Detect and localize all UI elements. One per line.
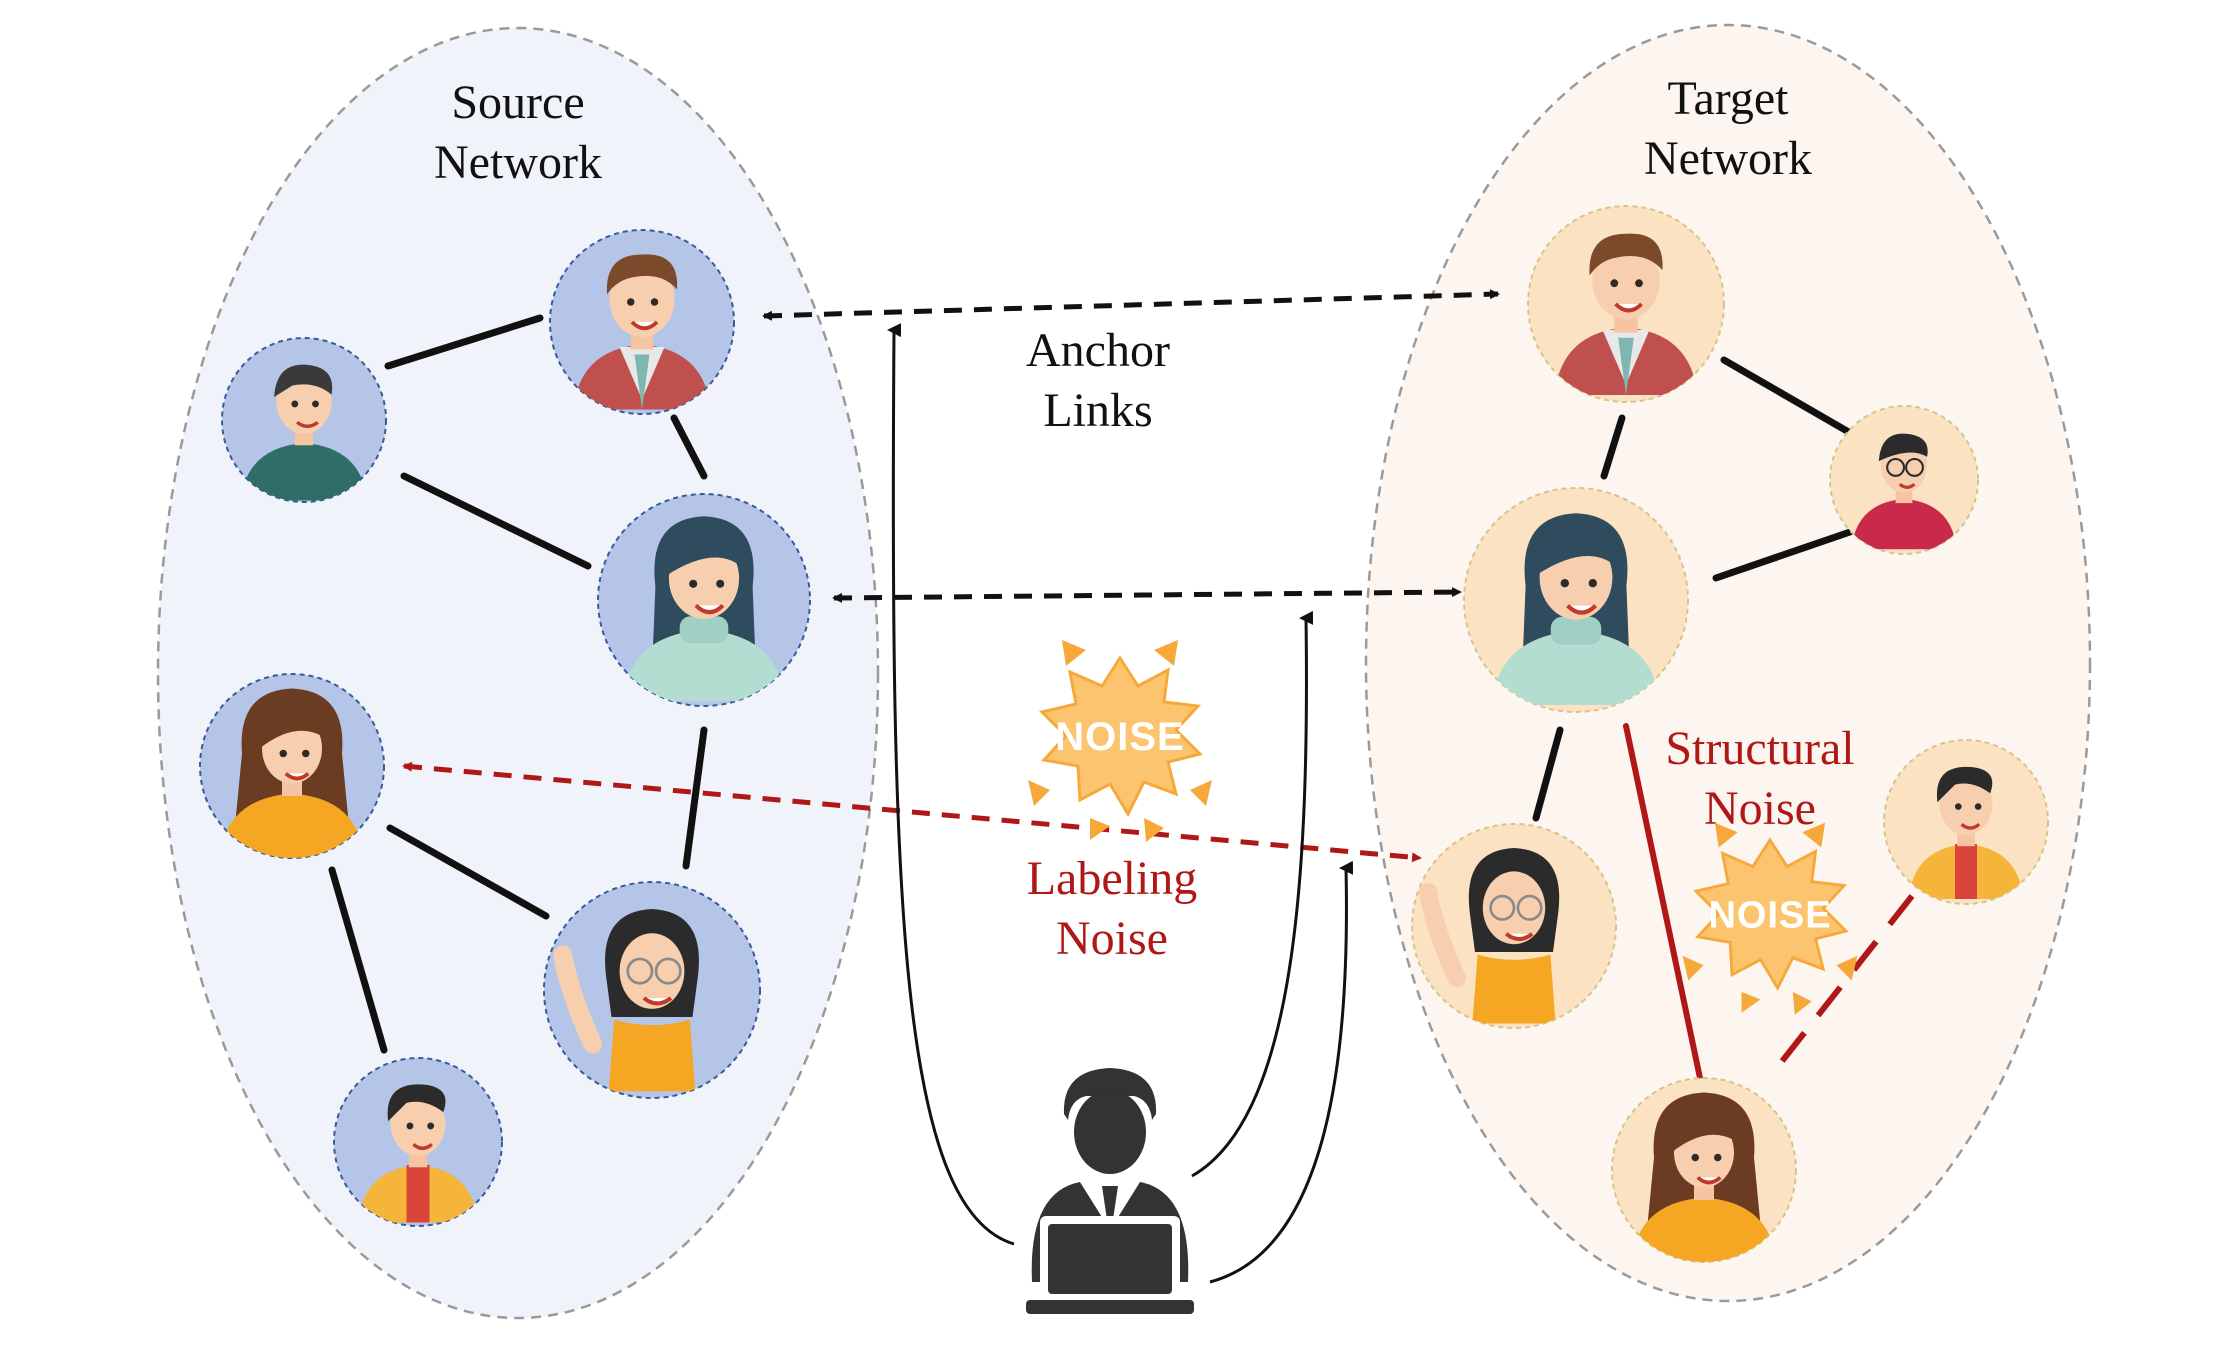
target-node-girl-long-hair [1611,1077,1797,1263]
source-node-kid [333,1057,503,1227]
target-network-title-line2: Network [1644,132,1812,185]
source-edge [400,472,592,570]
anchor-links-label: Anchor [1026,324,1170,377]
target-node-kid [1883,739,2049,905]
source-network-title-line2: Network [434,136,602,189]
structural-noise-edge-dashed [1769,894,1915,1076]
source-node-girl-waving [543,881,761,1099]
annotator-arrows [887,323,1354,1284]
person-at-laptop-icon [1026,1068,1194,1314]
labeling-noise-label-line2: Noise [1056,912,1168,965]
source-node-girl-long-hair [199,673,385,859]
target-node-girl-teal [1463,487,1689,713]
target-node-glasses-man [1829,405,1979,555]
noise-badge-text: NOISE [1709,894,1832,936]
labeling-noise-label: Labeling [1027,852,1198,905]
structural-noise-edge [1623,723,1703,1081]
target-network-title: Target [1667,72,1789,125]
source-edge [328,866,388,1054]
target-edge [1532,726,1564,822]
target-edge [1720,356,1870,446]
annotator-arrow-to-middle [1191,610,1314,1178]
target-edge [1600,414,1626,480]
target-edge [1712,528,1854,582]
source-node-boy [221,337,387,503]
anchor-link-middle [832,587,1462,603]
source-network-title: Source [451,76,584,129]
noise-burst-icon: NOISE [1681,821,1859,1017]
annotator-arrow-to-lower [1209,860,1354,1284]
target-node-girl-waving [1411,823,1617,1029]
source-node-girl-teal [597,493,811,707]
source-node-man [549,229,735,415]
anchor-link-top [762,289,1500,321]
annotator-arrow-to-top [887,323,1015,1246]
labeling-noise-link [402,761,1422,863]
structural-noise-label: Structural [1665,722,1854,775]
source-edge [384,314,544,370]
target-network-edges [1532,356,1870,822]
target-node-man [1527,205,1725,403]
noise-badge-text: NOISE [1055,715,1184,759]
anchor-links-label-line2: Links [1043,384,1152,437]
noise-burst-icon: NOISE [1026,638,1214,844]
source-edge [670,414,708,480]
